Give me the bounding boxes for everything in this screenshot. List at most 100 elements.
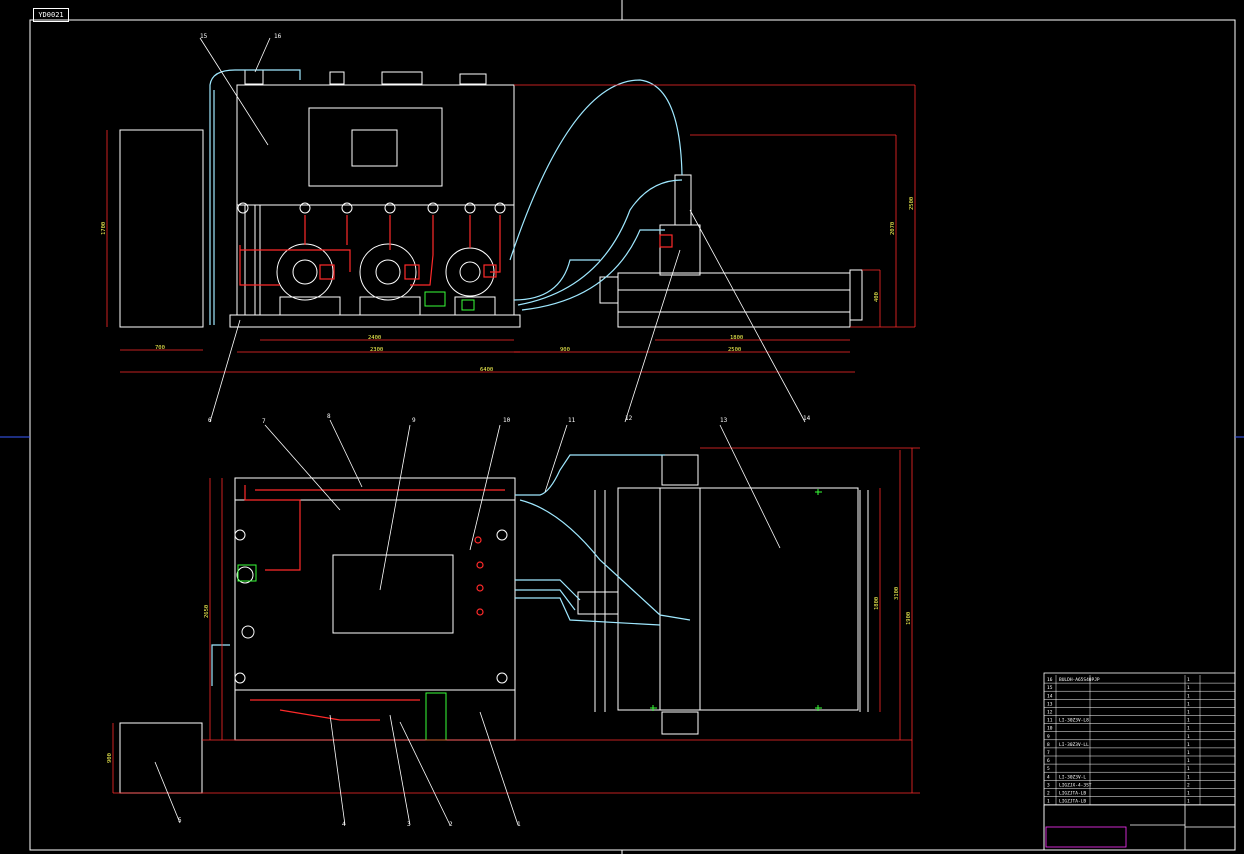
- bom-row-code: LIGZJTA-LB: [1059, 791, 1086, 797]
- balloon-13: 13: [720, 417, 728, 424]
- bom-row-no: 11: [1047, 718, 1053, 724]
- bom-row-no: 6: [1047, 758, 1050, 764]
- pump-1: [276, 243, 334, 301]
- bom-table: [1043, 672, 1236, 851]
- balloon-9: 9: [412, 417, 416, 424]
- pump-2: [359, 243, 417, 301]
- top-markers: [424, 291, 475, 311]
- dim-900: 900: [560, 347, 570, 353]
- dim-v2500: 2500: [909, 197, 915, 210]
- dim-700: 700: [155, 345, 165, 351]
- bom-row-qty: 1: [1187, 758, 1190, 764]
- plan-small-cabinet: [119, 722, 203, 794]
- bom-row-qty: 1: [1187, 742, 1190, 748]
- sheet-tag: YD0021: [33, 8, 69, 22]
- bom-row-no: 10: [1047, 726, 1053, 732]
- top-dimensions: [106, 84, 916, 373]
- pump-3: [445, 247, 495, 297]
- bottom-markers: [237, 489, 822, 741]
- plan-main-body: [234, 477, 516, 741]
- bom-row-qty: 1: [1187, 677, 1190, 683]
- bom-row-code: LIGZJX-4-3ST: [1059, 782, 1092, 788]
- bom-row-no: 8: [1047, 742, 1050, 748]
- top-dim-text: 700 2400 2300 6400 900 1800 2500 1700 25…: [101, 197, 915, 373]
- dim-v1900: 1900: [906, 612, 912, 625]
- dim-v1700: 1700: [101, 222, 107, 235]
- dim-1800: 1800: [730, 335, 743, 341]
- bom-row-code: LI-30Z3V-L8: [1059, 718, 1089, 724]
- bom-row-qty: 1: [1187, 734, 1190, 740]
- bom-row-qty: 1: [1187, 774, 1190, 780]
- bottom-dimensions: [112, 447, 920, 794]
- bottom-piping: [244, 485, 505, 721]
- balloon-12: 12: [625, 415, 633, 422]
- bom-row-qty: 1: [1187, 710, 1190, 716]
- bom-row-qty: 1: [1187, 693, 1190, 699]
- bom-row-no: 1: [1047, 799, 1050, 805]
- balloon-5: 5: [178, 817, 182, 824]
- dim-6400: 6400: [480, 367, 493, 373]
- bom-row-qty: 1: [1187, 701, 1190, 707]
- bom-row-code: BULDH-A65S40PJP: [1059, 677, 1100, 683]
- bom-row-qty: 1: [1187, 718, 1190, 724]
- bom-row-qty: 1: [1187, 750, 1190, 756]
- bottom-leaders: [154, 419, 781, 826]
- dim-v1800: 1800: [874, 597, 880, 610]
- dim-2400: 2400: [368, 335, 381, 341]
- dim-v2650: 2650: [204, 605, 210, 618]
- top-piping: [239, 215, 673, 286]
- dim-v2070: 2070: [890, 222, 896, 235]
- bom-row-no: 2: [1047, 791, 1050, 797]
- bom-row-no: 16: [1047, 677, 1053, 683]
- bottom-dim-text: 2650 3100 1900 1800 900: [107, 587, 912, 763]
- left-cabinet: [119, 129, 204, 328]
- bom-row-no: 9: [1047, 734, 1050, 740]
- bom-row-qty: 1: [1187, 791, 1190, 797]
- balloon-8: 8: [327, 413, 331, 420]
- balloon-10: 10: [503, 417, 511, 424]
- bom-row-qty: 2: [1187, 782, 1190, 788]
- balloon-3: 3: [407, 821, 411, 828]
- balloon-15: 15: [200, 33, 208, 40]
- bom-row-no: 15: [1047, 685, 1053, 691]
- bom-row-code: LI-30Z3V-LL: [1059, 742, 1089, 748]
- bom-row-no: 3: [1047, 782, 1050, 788]
- dim-v400: 400: [874, 292, 880, 302]
- bom-row-no: 5: [1047, 766, 1050, 772]
- bottom-view: [119, 454, 869, 794]
- bom-row-no: 12: [1047, 710, 1053, 716]
- dim-v3100: 3100: [894, 587, 900, 600]
- bom-row-no: 14: [1047, 693, 1053, 699]
- balloon-4: 4: [342, 821, 346, 828]
- bom-row-no: 4: [1047, 774, 1050, 780]
- balloon-1: 1: [517, 821, 521, 828]
- bom-row-code: LI-30Z3V-L: [1059, 774, 1086, 780]
- ram-cylinder: [617, 272, 851, 328]
- bom-row-qty: 1: [1187, 726, 1190, 732]
- balloon-7: 7: [262, 418, 266, 425]
- bom-row-qty: 1: [1187, 685, 1190, 691]
- bottom-balloons: 7 8 9 10 11 13 5 4 3 2 1: [178, 413, 728, 828]
- dim-v900: 900: [107, 753, 113, 763]
- base-plate: [229, 314, 521, 328]
- bottom-hoses: [211, 454, 691, 686]
- bom-row-no: 13: [1047, 701, 1053, 707]
- top-leaders: [199, 37, 806, 423]
- dim-2500: 2500: [728, 347, 741, 353]
- bom-row-no: 7: [1047, 750, 1050, 756]
- bom-row-qty: 1: [1187, 766, 1190, 772]
- balloon-6: 6: [208, 417, 212, 424]
- press-frame: [617, 487, 859, 711]
- bom-row-code: LIGZJTA-LB: [1059, 799, 1086, 805]
- main-body: [236, 84, 515, 206]
- balloon-14: 14: [803, 415, 811, 422]
- top-view: [119, 69, 863, 328]
- top-balloons: 15 16 6 12 14: [200, 33, 811, 424]
- balloon-11: 11: [568, 417, 576, 424]
- balloon-2: 2: [449, 821, 453, 828]
- top-hoses: [209, 69, 683, 325]
- bom-row-qty: 1: [1187, 799, 1190, 805]
